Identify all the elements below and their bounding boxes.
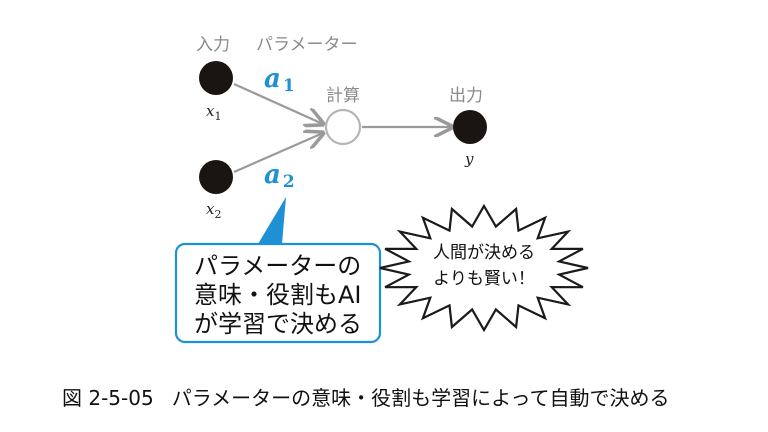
figure-caption: 図 2-5-05 パラメーターの意味・役割も学習によって自動で決める [62,382,670,411]
x1-label: x1 [206,102,221,123]
x2-label: x2 [206,200,221,221]
output-label: 出力 [449,86,483,106]
edge-x2-to-compute [233,133,323,174]
y-label: y [464,150,474,168]
input-node-x2 [199,160,233,194]
starburst-shape [379,203,589,333]
starburst-line-2: よりも賢い！ [433,269,535,289]
figure-number: 図 2-5-05 [62,386,154,410]
output-node [453,110,487,144]
starburst: 人間が決める よりも賢い！ [379,203,589,333]
compute-label: 計算 [326,86,360,106]
input-node-x1 [199,61,233,95]
callout-line-2: 意味・役割もAI [194,281,362,309]
edge-x1-to-compute [233,82,323,124]
callout-line-1: パラメーターの [194,252,361,280]
compute-node [324,108,362,146]
input-label: 入力 [196,35,230,55]
starburst-line-1: 人間が決める [433,243,535,263]
callout-pointer [258,197,286,244]
callout-box: パラメーターの 意味・役割もAI が学習で決める [174,197,382,344]
parameter-label: パラメーター [256,35,358,55]
callout-line-3: が学習で決める [194,310,362,338]
caption-text: パラメーターの意味・役割も学習によって自動で決める [171,386,670,410]
